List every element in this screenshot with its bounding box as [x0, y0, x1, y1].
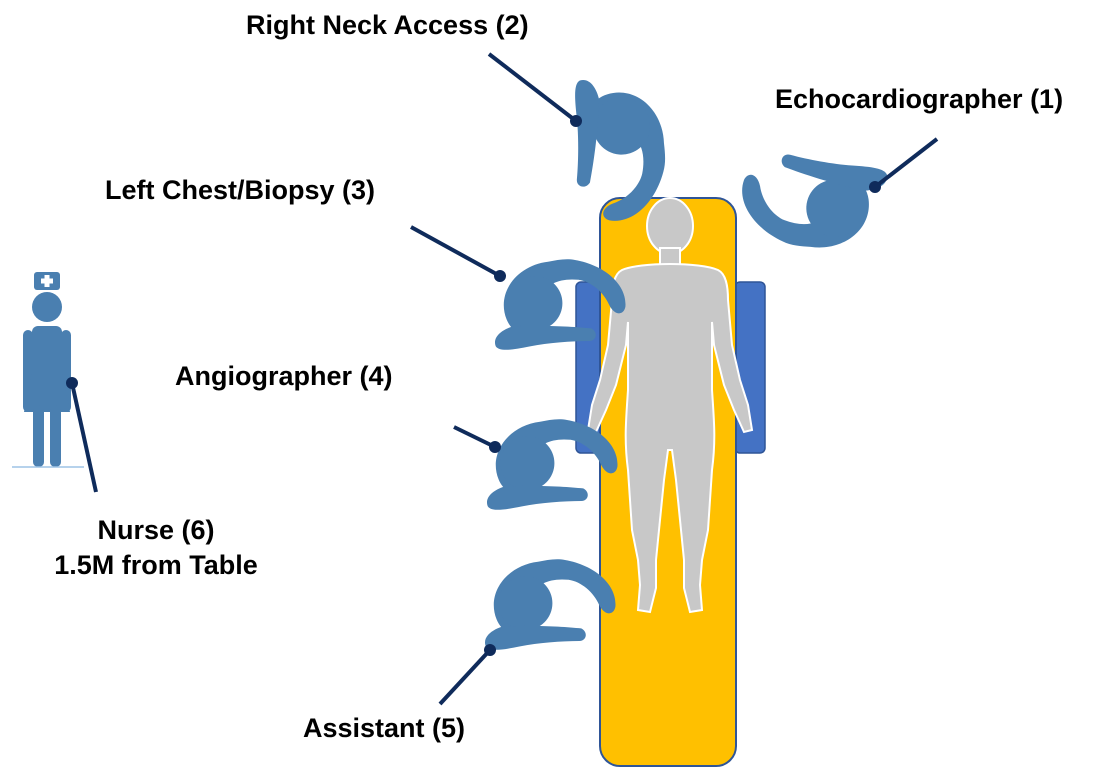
label-angiographer: Angiographer (4)	[175, 363, 393, 390]
leader-angio	[454, 427, 495, 447]
staff-angiographer-icon	[487, 419, 618, 510]
label-echocardiographer: Echocardiographer (1)	[775, 86, 1063, 113]
staff-echocardiographer-icon	[731, 136, 889, 264]
leader-chest-dot	[494, 270, 506, 282]
leader-assistant	[440, 650, 490, 704]
leader-neck	[489, 54, 576, 121]
leader-nurse-dot	[66, 377, 78, 389]
leader-nurse	[72, 383, 96, 492]
leader-echo-dot	[869, 181, 881, 193]
label-nurse-line1: Nurse (6)	[17, 513, 295, 548]
leader-angio-dot	[489, 441, 501, 453]
label-nurse: Nurse (6) 1.5M from Table	[17, 513, 295, 582]
leader-neck-dot	[570, 115, 582, 127]
label-nurse-line2: 1.5M from Table	[17, 548, 295, 583]
leader-assistant-dot	[484, 644, 496, 656]
nurse-icon	[23, 272, 71, 467]
leader-echo	[875, 139, 937, 187]
label-left-chest-biopsy: Left Chest/Biopsy (3)	[105, 177, 375, 204]
label-right-neck-access: Right Neck Access (2)	[246, 12, 529, 39]
label-assistant: Assistant (5)	[303, 715, 465, 742]
staff-assistant-icon	[485, 559, 616, 650]
leader-chest	[411, 227, 500, 276]
